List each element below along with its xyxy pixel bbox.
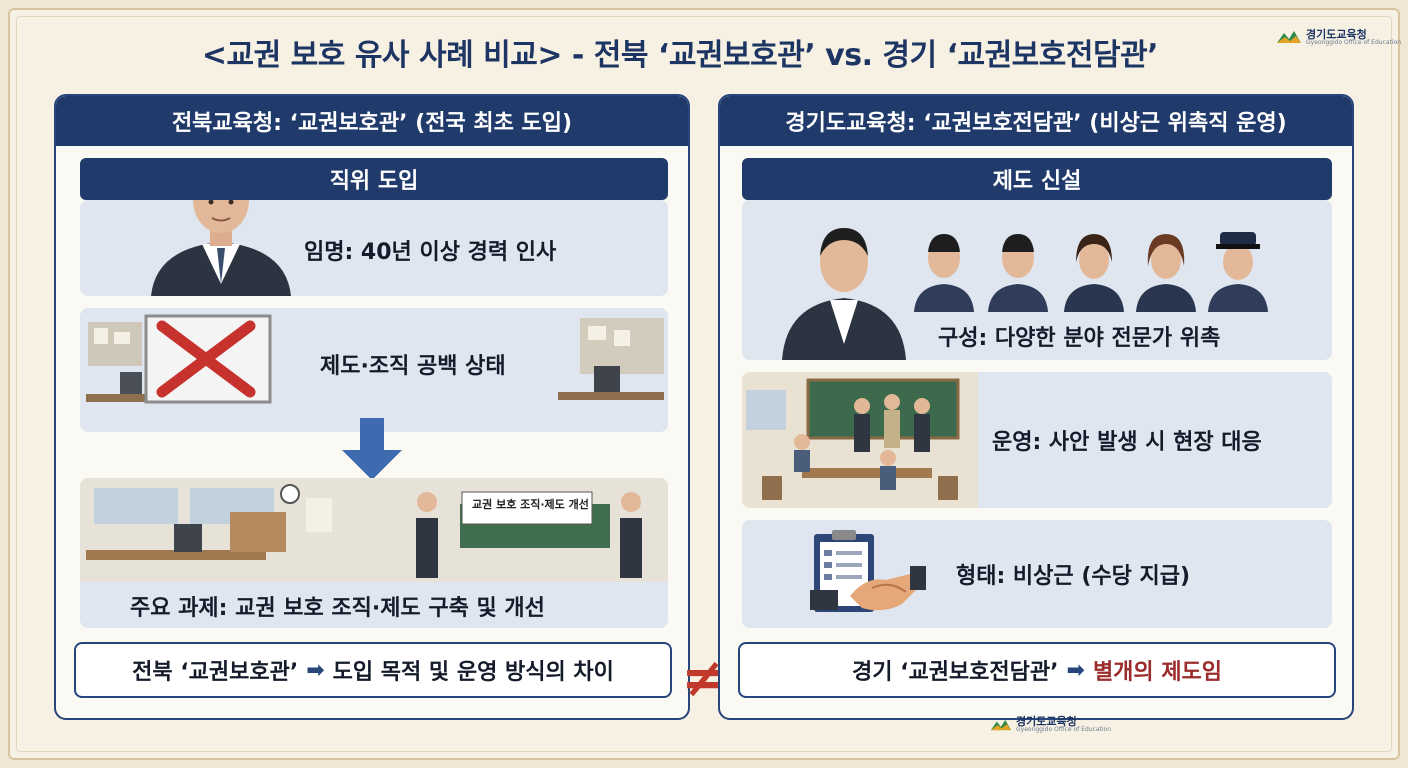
right-panel-header: 경기도교육청: ‘교권보호전담관’ (비상근 위촉직 운영) bbox=[720, 96, 1352, 146]
right-card-type-label: 형태: 비상근 (수당 지급) bbox=[956, 564, 1191, 589]
clipboard-handshake-icon bbox=[810, 530, 926, 618]
down-arrow-icon bbox=[340, 418, 404, 480]
left-card-vacancy-label: 제도·조직 공백 상태 bbox=[320, 354, 506, 379]
right-card-operation-label: 운영: 사안 발생 시 현장 대응 bbox=[992, 430, 1262, 455]
left-card-appointment-label: 임명: 40년 이상 경력 인사 bbox=[304, 240, 557, 265]
right-arrow-icon: ➡ bbox=[306, 657, 325, 683]
right-arrow-icon: ➡ bbox=[1066, 657, 1085, 683]
left-conclusion: 전북 ‘교권보호관’ ➡ 도입 목적 및 운영 방식의 차이 bbox=[74, 642, 672, 698]
logo-sub: Gyeonggido Office of Education bbox=[1016, 726, 1112, 733]
logo-mark-icon bbox=[1276, 28, 1302, 46]
right-conclusion: 경기 ‘교권보호전담관’ ➡ 별개의 제도임 bbox=[738, 642, 1336, 698]
logo-sub: Gyeonggido Office of Education bbox=[1306, 38, 1402, 46]
logo-bottom: 경기도교육청 Gyeonggido Office of Education bbox=[990, 716, 1111, 733]
right-card-operation: 운영: 사안 발생 시 현장 대응 bbox=[742, 372, 1332, 508]
left-card-task: 교권 보호 조직·제도 개선 주요 과제: 교권 보호 조직·제도 구축 및 개… bbox=[80, 478, 668, 628]
right-conclusion-text: 별개의 제도임 bbox=[1092, 660, 1223, 685]
logo-top: 경기도교육청 Gyeonggido Office of Education bbox=[1276, 28, 1401, 46]
left-section-header: 직위 도입 bbox=[80, 158, 668, 200]
right-conclusion-subject: 경기 ‘교권보호전담관’ bbox=[851, 660, 1059, 685]
left-card-vacancy: 제도·조직 공백 상태 bbox=[80, 308, 668, 432]
left-card-appointment: 임명: 40년 이상 경력 인사 bbox=[80, 200, 668, 296]
left-panel-header: 전북교육청: ‘교권보호관’ (전국 최초 도입) bbox=[56, 96, 688, 146]
left-card-task-label: 주요 과제: 교권 보호 조직·제도 구축 및 개선 bbox=[130, 596, 545, 621]
right-card-type: 형태: 비상근 (수당 지급) bbox=[742, 520, 1332, 628]
right-section-header: 제도 신설 bbox=[742, 158, 1332, 200]
right-card-composition-label: 구성: 다양한 분야 전문가 위촉 bbox=[938, 326, 1221, 351]
senior-official-portrait-icon bbox=[146, 200, 296, 296]
expert-group-icon bbox=[742, 200, 1332, 360]
logo-name: 경기도교육청 bbox=[1016, 715, 1077, 728]
empty-office-icon bbox=[80, 308, 668, 432]
logo-name: 경기도교육청 bbox=[1306, 27, 1367, 41]
reform-banner-text: 교권 보호 조직·제도 개선 bbox=[472, 498, 589, 511]
right-card-composition: 구성: 다양한 분야 전문가 위촉 bbox=[742, 200, 1332, 360]
right-panel: 경기도교육청: ‘교권보호전담관’ (비상근 위촉직 운영) 제도 신설 bbox=[718, 94, 1354, 720]
logo-mark-icon bbox=[990, 717, 1012, 733]
page-title: <교권 보호 유사 사례 비교> - 전북 ‘교권보호관’ vs. 경기 ‘교권… bbox=[201, 38, 1159, 73]
left-conclusion-subject: 전북 ‘교권보호관’ bbox=[132, 660, 299, 685]
office-reform-scene-icon bbox=[80, 478, 668, 628]
field-response-scene-icon bbox=[742, 372, 978, 508]
left-panel: 전북교육청: ‘교권보호관’ (전국 최초 도입) 직위 도입 임명: 40년 … bbox=[54, 94, 690, 720]
left-conclusion-text: 도입 목적 및 운영 방식의 차이 bbox=[332, 660, 614, 685]
